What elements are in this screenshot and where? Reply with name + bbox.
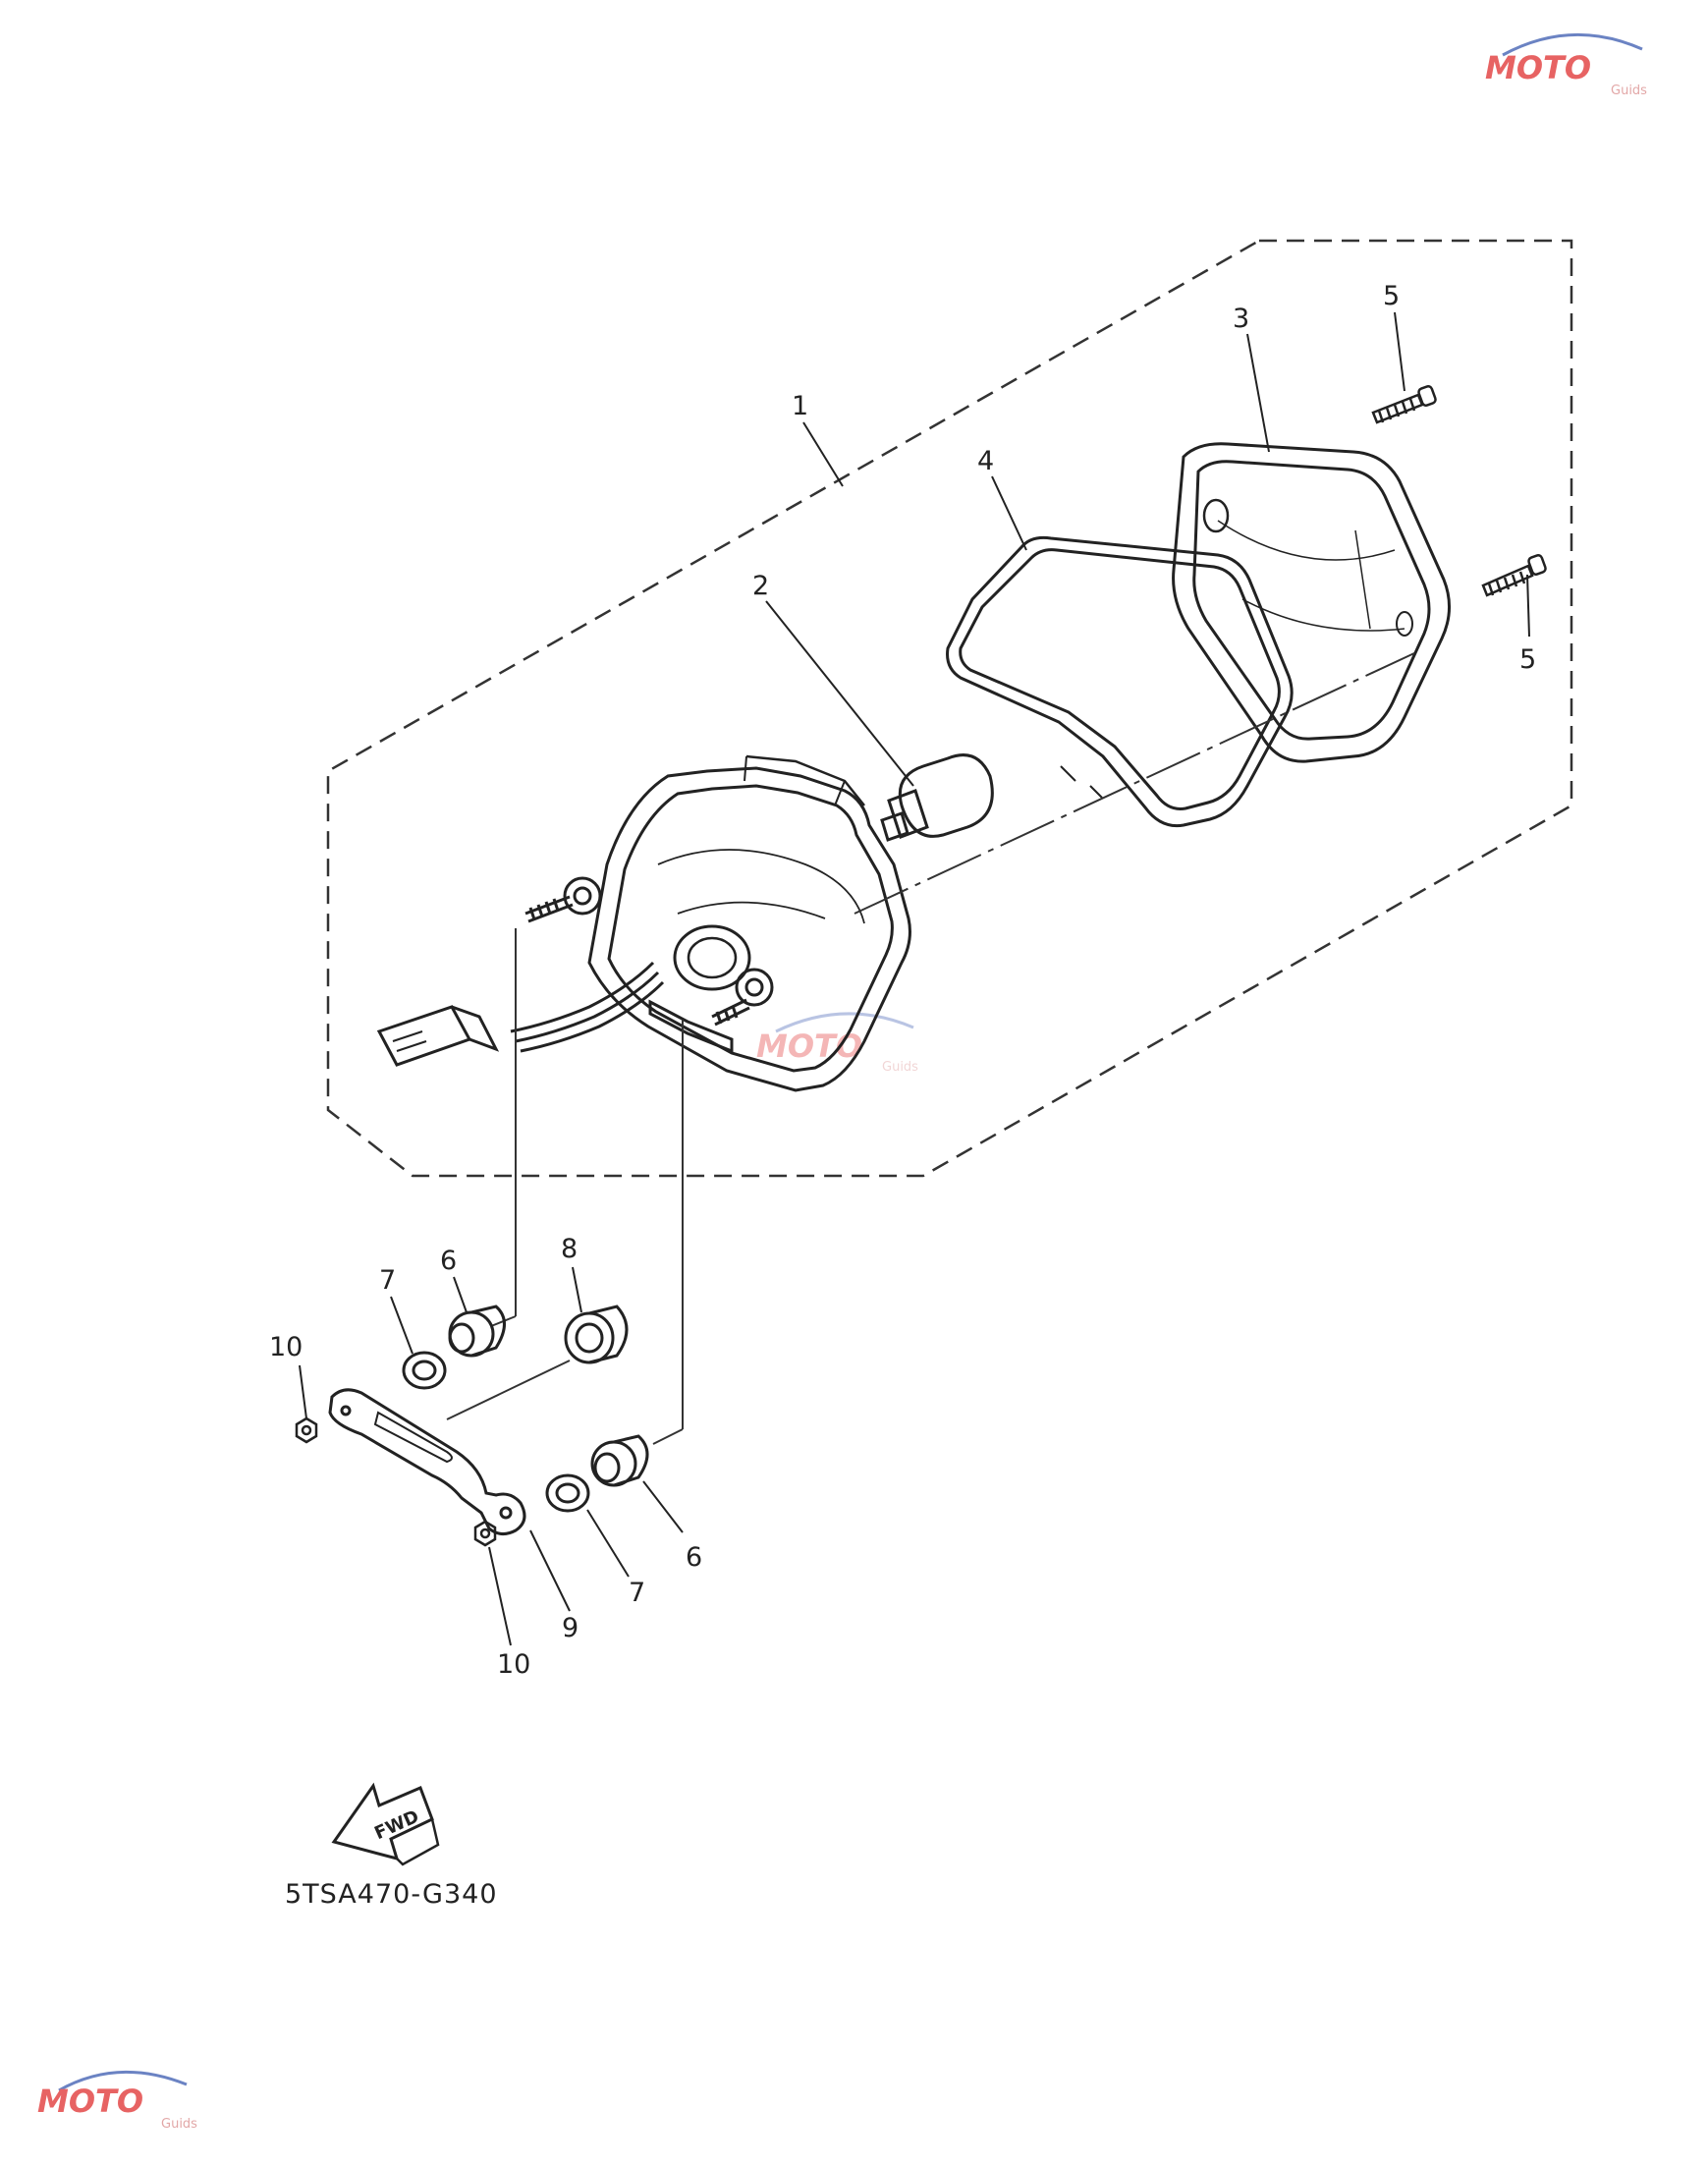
- callout-9: 9: [562, 1613, 579, 1643]
- taillight-housing: [524, 754, 911, 1092]
- screw-part-5-upper: [1371, 385, 1437, 424]
- moto-watermark-center: MOTO Guids: [756, 1012, 918, 1075]
- grommet-part-7-upper: [402, 1351, 447, 1390]
- gasket-part-4: [946, 535, 1294, 828]
- wiring-harness: [510, 961, 665, 1053]
- watermark-sub: Guids: [1611, 83, 1647, 98]
- part-code: 5TSA470-G340: [285, 1879, 498, 1910]
- watermark-brand: MOTO: [37, 2083, 143, 2120]
- lens-part-3: [1172, 442, 1451, 763]
- collar-part-6-lower: [590, 1434, 649, 1487]
- forward-direction-arrow: FWD: [331, 1782, 440, 1866]
- nut-part-10-upper: [295, 1416, 318, 1444]
- callout-6-lower: 6: [686, 1542, 702, 1573]
- moto-watermark-top: MOTO Guids: [1485, 32, 1647, 98]
- moto-watermark-bottom: MOTO Guids: [37, 2070, 197, 2132]
- connector: [376, 1005, 500, 1067]
- bearing-part-8: [564, 1305, 629, 1364]
- callout-10-upper: 10: [269, 1332, 303, 1362]
- callout-10-lower: 10: [497, 1649, 530, 1680]
- callout-5-lower: 5: [1519, 644, 1536, 675]
- screw-part-5-lower: [1481, 554, 1547, 597]
- bulb-part-2: [880, 753, 994, 842]
- watermark-sub: Guids: [882, 1060, 918, 1075]
- watermark-brand: MOTO: [756, 1027, 862, 1065]
- callout-8: 8: [561, 1234, 578, 1264]
- nut-part-10-lower: [473, 1520, 497, 1547]
- callout-4: 4: [977, 446, 994, 476]
- leader-lines: [446, 928, 684, 1445]
- callout-3: 3: [1233, 304, 1249, 334]
- watermark-brand: MOTO: [1485, 49, 1591, 86]
- bracket-part-9: [328, 1388, 526, 1535]
- callout-6-upper: 6: [440, 1246, 457, 1276]
- assembly-boundary: [326, 239, 1573, 1178]
- callout-2: 2: [752, 571, 769, 601]
- axis-line: [854, 652, 1415, 915]
- callout-7-upper: 7: [379, 1265, 396, 1296]
- callout-5-upper: 5: [1383, 281, 1400, 311]
- grommet-part-7-lower: [545, 1473, 590, 1513]
- collar-part-6-upper: [448, 1305, 506, 1358]
- callout-7-lower: 7: [629, 1578, 645, 1608]
- callout-leaders: [299, 311, 1530, 1646]
- watermark-sub: Guids: [161, 2117, 197, 2132]
- callout-1: 1: [792, 391, 808, 421]
